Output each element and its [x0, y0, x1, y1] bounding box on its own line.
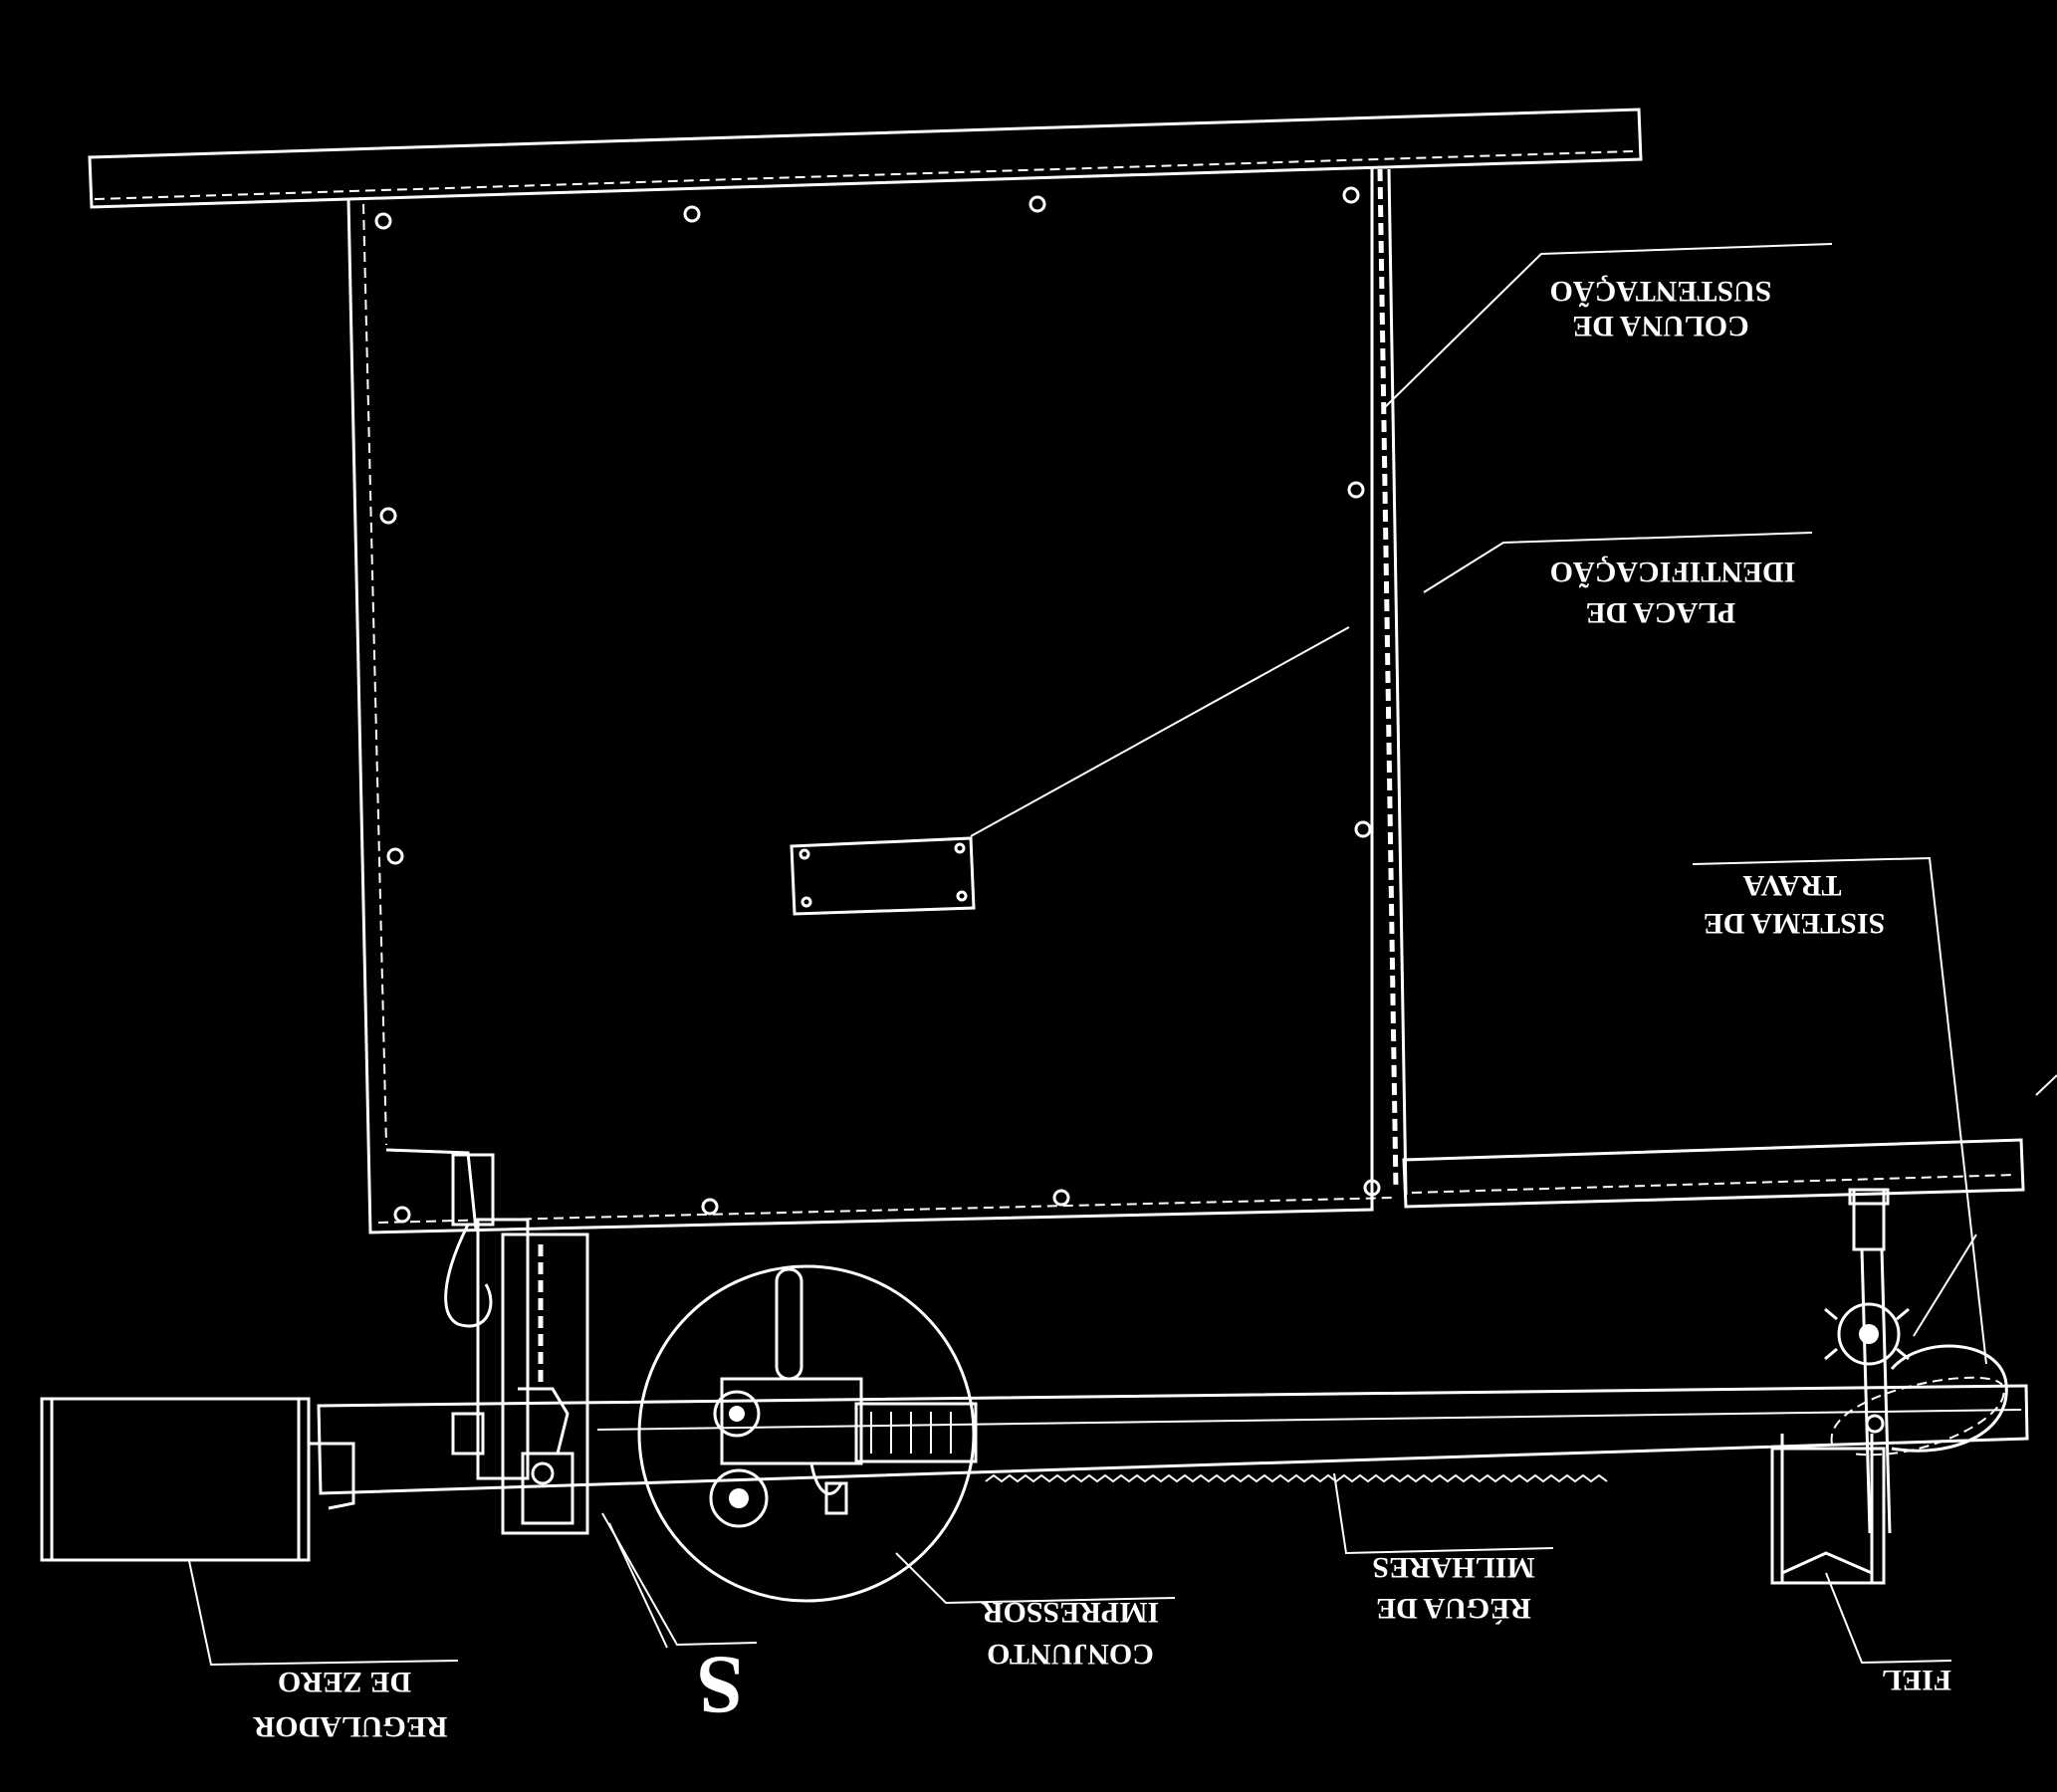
trava-label-line2: SISTEMA DE — [1704, 907, 1886, 940]
fiel-label: FIEL — [1882, 1664, 1951, 1696]
hook-bracket — [444, 1153, 589, 1535]
cabinet-panel — [346, 167, 1408, 1234]
regua-label-line1: MILHARES — [1372, 1551, 1534, 1584]
placa-label-line1: IDENTIFICAÇÃO — [1550, 556, 1796, 588]
conjunto-label-line2: CONJUNTO — [987, 1638, 1154, 1671]
s-mark-label: S — [697, 1639, 744, 1731]
regulador-label-line1: DE ZERO — [278, 1666, 411, 1698]
coluna-label-line1: SUSTENTAÇÃO — [1550, 275, 1772, 308]
coluna-label-line2: COLUNA DE — [1572, 310, 1749, 342]
top-beam — [88, 108, 1643, 209]
regua-label-line2: RÉGUA DE — [1376, 1592, 1531, 1625]
thousands-ruler — [317, 1384, 2029, 1495]
side-shelf — [1402, 1138, 2025, 1209]
identification-plate — [790, 836, 976, 916]
conjunto-label-line1: IMPRESSOR — [981, 1596, 1159, 1629]
trava-label-line1: TRAVA — [1742, 869, 1841, 902]
lock-system — [1770, 1188, 2008, 1585]
rivet-holes — [374, 186, 1381, 1224]
leader-lines — [188, 243, 2057, 1667]
regulador-label-line2: REGULADOR — [253, 1710, 447, 1743]
placa-label-line2: PLACA DE — [1586, 596, 1736, 629]
printer-assembly — [637, 1264, 978, 1603]
zero-regulator — [40, 1397, 355, 1562]
